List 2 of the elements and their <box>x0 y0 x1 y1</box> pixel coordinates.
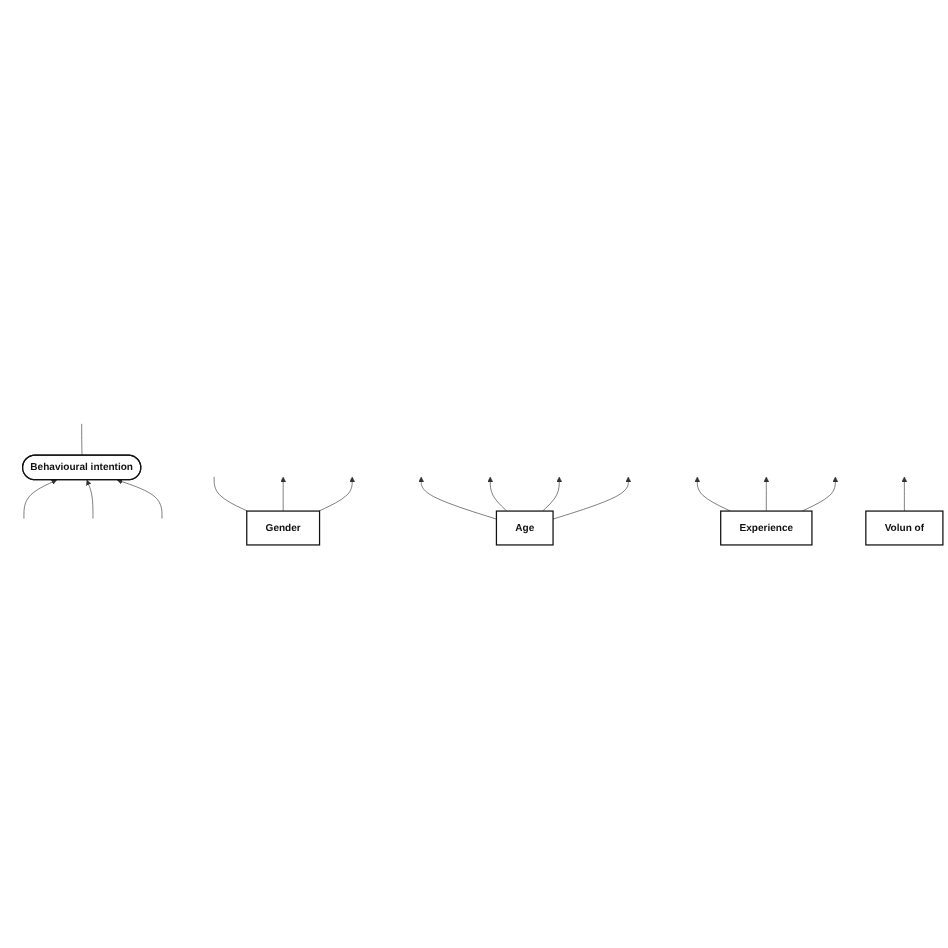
connector <box>213 475 248 511</box>
connector <box>81 422 83 455</box>
